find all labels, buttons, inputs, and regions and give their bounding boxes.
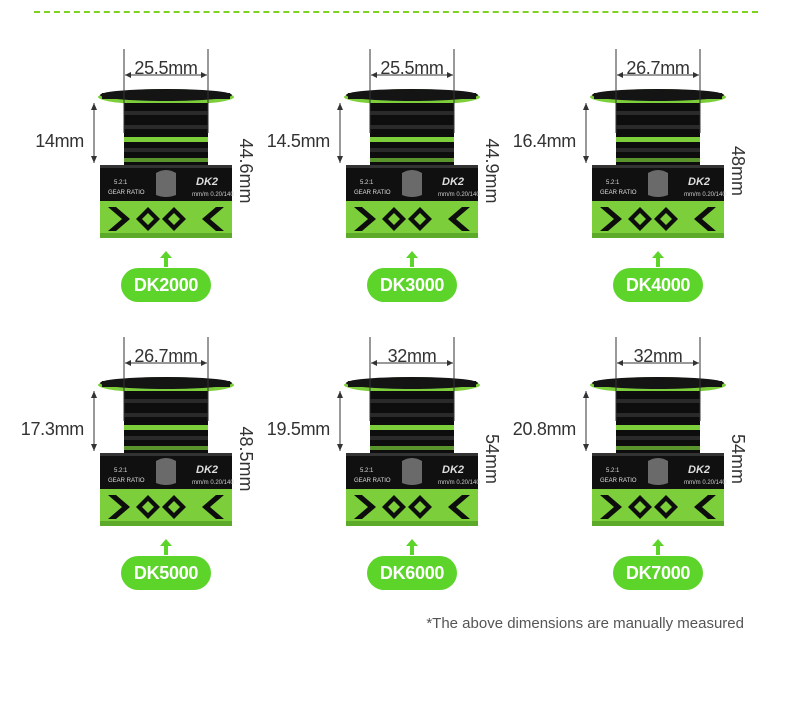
height-label: 54mm [482, 433, 502, 484]
line-depth-label: 17.3mm [20, 419, 85, 439]
model-badge: DK2000 [121, 268, 211, 302]
measurement-note: *The above dimensions are manually measu… [426, 615, 744, 632]
svg-text:5.2:1: 5.2:1 [114, 180, 128, 186]
top-diameter-label: 26.7mm [134, 346, 198, 366]
top-diameter-label: 32mm [387, 346, 437, 366]
up-arrow-icon [652, 251, 664, 267]
up-arrow-icon [160, 539, 172, 555]
spool-card: 5.2:1 GEAR RATIO DK2 mm/m 0.20/140 [267, 333, 518, 603]
svg-text:DK2: DK2 [688, 464, 710, 476]
spool-image: 5.2:1 GEAR RATIO DK2 mm/m 0.20/140 [91, 49, 234, 238]
height-label: 44.6mm [236, 138, 256, 204]
up-arrow-icon [160, 251, 172, 267]
spool-card: 5.2:1 GEAR RATIO DK2 mm/m 0.20/140 [513, 45, 764, 315]
svg-text:mm/m 0.20/140: mm/m 0.20/140 [438, 480, 480, 486]
top-diameter-label: 32mm [633, 346, 683, 366]
spool-image: 5.2:1 GEAR RATIO DK2 mm/m 0.20/140 [583, 337, 726, 526]
spool-card: 5.2:1 GEAR RATIO DK2 mm/m 0.20/140 [21, 333, 272, 603]
svg-text:5.2:1: 5.2:1 [606, 468, 620, 474]
svg-text:DK2: DK2 [442, 464, 464, 476]
svg-text:mm/m 0.20/140: mm/m 0.20/140 [438, 192, 480, 198]
svg-text:DK2: DK2 [196, 176, 218, 188]
line-depth-label: 14.5mm [266, 131, 331, 151]
svg-text:GEAR RATIO: GEAR RATIO [354, 190, 391, 196]
line-depth-label: 14mm [35, 131, 84, 151]
spool-card: 5.2:1 GEAR RATIO DK2 mm/m 0.20/140 [26, 45, 272, 315]
line-depth-label: 19.5mm [266, 419, 331, 439]
height-label: 44.9mm [482, 138, 502, 204]
top-diameter-label: 26.7mm [626, 58, 690, 78]
spool-card: 5.2:1 GEAR RATIO DK2 mm/m 0.20/140 [513, 333, 764, 603]
spool-image: 5.2:1 GEAR RATIO DK2 mm/m 0.20/140 [337, 337, 480, 526]
spool-card: 5.2:1 GEAR RATIO DK2 mm/m 0.20/140 [267, 45, 518, 315]
height-label: 48.5mm [236, 426, 256, 492]
line-depth-label: 16.4mm [512, 131, 577, 151]
dashed-divider [34, 11, 758, 13]
top-diameter-label: 25.5mm [380, 58, 444, 78]
svg-text:GEAR RATIO: GEAR RATIO [108, 190, 145, 196]
model-badge: DK7000 [613, 556, 703, 590]
height-label: 54mm [728, 433, 748, 484]
svg-text:mm/m 0.20/140: mm/m 0.20/140 [192, 480, 234, 486]
spool-image: 5.2:1 GEAR RATIO DK2 mm/m 0.20/140 [337, 49, 480, 238]
svg-text:DK2: DK2 [442, 176, 464, 188]
svg-text:mm/m 0.20/140: mm/m 0.20/140 [684, 480, 726, 486]
model-badge: DK6000 [367, 556, 457, 590]
model-badge: DK5000 [121, 556, 211, 590]
top-diameter-label: 25.5mm [134, 58, 198, 78]
spool-image: 5.2:1 GEAR RATIO DK2 mm/m 0.20/140 [91, 337, 234, 526]
svg-text:5.2:1: 5.2:1 [606, 180, 620, 186]
line-depth-label: 20.8mm [512, 419, 577, 439]
model-badge: DK3000 [367, 268, 457, 302]
svg-text:5.2:1: 5.2:1 [114, 468, 128, 474]
svg-text:GEAR RATIO: GEAR RATIO [600, 478, 637, 484]
up-arrow-icon [652, 539, 664, 555]
svg-text:GEAR RATIO: GEAR RATIO [600, 190, 637, 196]
svg-text:DK2: DK2 [196, 464, 218, 476]
spool-image: 5.2:1 GEAR RATIO DK2 mm/m 0.20/140 [583, 49, 726, 238]
height-label: 48mm [728, 145, 748, 196]
up-arrow-icon [406, 251, 418, 267]
svg-text:5.2:1: 5.2:1 [360, 180, 374, 186]
svg-text:5.2:1: 5.2:1 [360, 468, 374, 474]
svg-text:GEAR RATIO: GEAR RATIO [354, 478, 391, 484]
svg-text:mm/m 0.20/140: mm/m 0.20/140 [192, 192, 234, 198]
svg-text:GEAR RATIO: GEAR RATIO [108, 478, 145, 484]
model-badge: DK4000 [613, 268, 703, 302]
up-arrow-icon [406, 539, 418, 555]
svg-text:DK2: DK2 [688, 176, 710, 188]
svg-text:mm/m 0.20/140: mm/m 0.20/140 [684, 192, 726, 198]
